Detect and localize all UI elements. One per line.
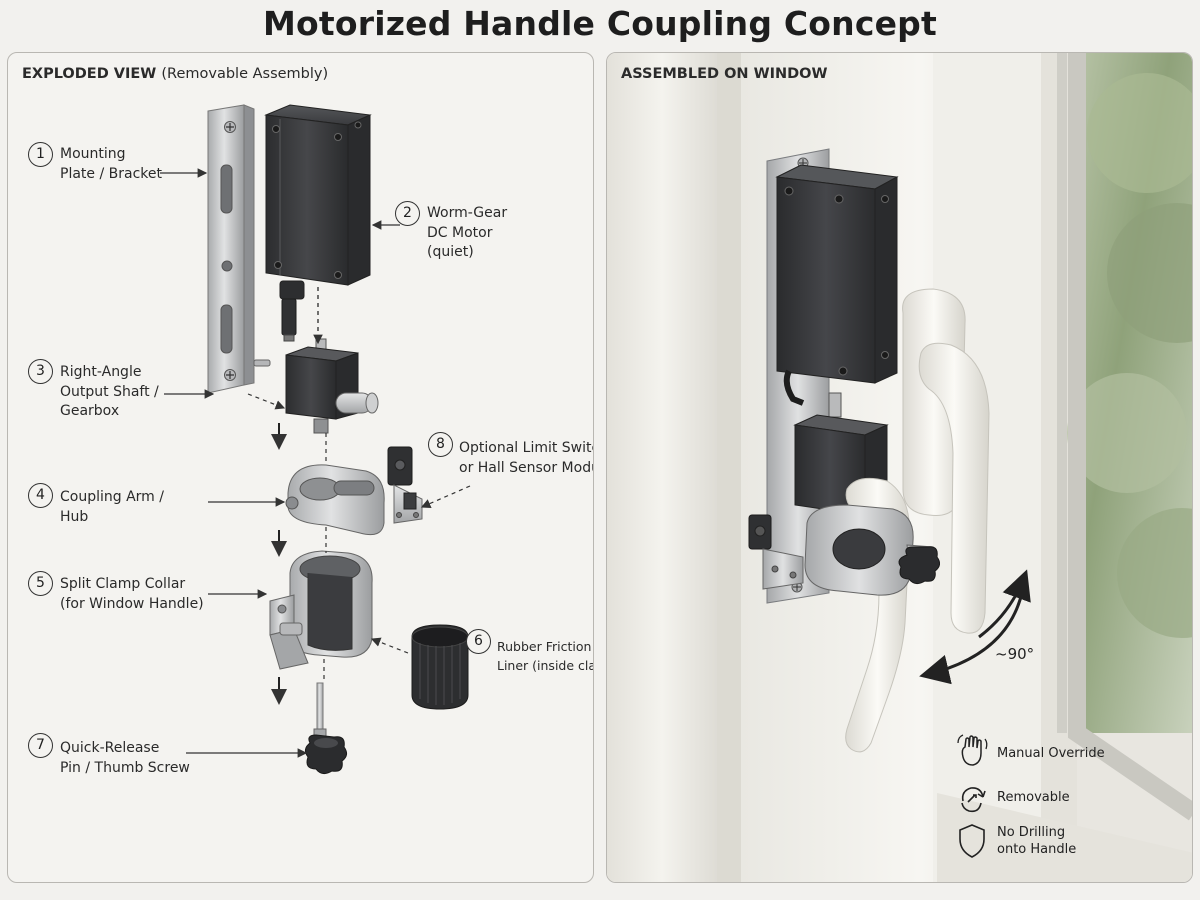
part-3-number: 3 (28, 359, 53, 384)
shield-icon (959, 824, 985, 858)
exploded-view-title: EXPLODED VIEW (22, 66, 157, 82)
part-1-label-line: Mounting (60, 146, 126, 162)
part-2-number: 2 (395, 201, 420, 226)
part-7-label: Quick-Release Pin / Thumb Screw (60, 739, 190, 778)
part-5-label-line: Split Clamp Collar (60, 576, 186, 592)
part-8-label: Optional Limit Switch or Hall Sensor Mod… (459, 439, 594, 478)
gearbox-illustration (285, 338, 379, 434)
part-2-label-line: DC Motor (427, 224, 493, 241)
part-2-label-line: (quiet) (427, 244, 474, 260)
split-clamp-illustration (269, 550, 373, 670)
part-2-label: Worm-Gear DC Motor (quiet) (427, 204, 507, 263)
mounting-plate-illustration (207, 104, 271, 394)
feature-label-line: Removable (997, 790, 1070, 805)
limit-switch-illustration (387, 446, 423, 524)
rubber-liner-illustration (411, 624, 469, 710)
part-6-number: 6 (466, 629, 491, 654)
part-8-number: 8 (428, 432, 453, 457)
part-2-label-line: Worm-Gear (427, 205, 508, 221)
part-7-label-line: Pin / Thumb Screw (60, 759, 190, 776)
assembled-illustration (607, 53, 1192, 882)
hand-icon (957, 734, 988, 766)
thumb-screw-illustration (304, 682, 348, 775)
part-5-label: Split Clamp Collar (for Window Handle) (60, 575, 204, 614)
part-7-label-line: Quick-Release (60, 740, 160, 756)
assembled-view-heading: ASSEMBLED ON WINDOW (621, 66, 828, 82)
part-1-number: 1 (28, 142, 53, 167)
part-3-label-line: Output Shaft / (60, 383, 159, 400)
part-3-label-line: Right-Angle (60, 364, 142, 380)
exploded-view-heading: EXPLODED VIEW (Removable Assembly) (22, 66, 328, 82)
feature-manual-override: Manual Override (997, 745, 1105, 762)
feature-no-drilling: No Drilling onto Handle (997, 824, 1076, 858)
feature-label-line: No Drilling (997, 825, 1066, 840)
part-4-number: 4 (28, 483, 53, 508)
part-3-label: Right-Angle Output Shaft / Gearbox (60, 363, 159, 422)
part-6-label-line: Rubber Friction (497, 639, 592, 654)
page-title: Motorized Handle Coupling Concept (263, 4, 937, 43)
part-4-label-line: Hub (60, 508, 89, 525)
part-5-number: 5 (28, 571, 53, 596)
exploded-view-panel: EXPLODED VIEW (Removable Assembly) (7, 52, 594, 883)
removable-icon (961, 787, 986, 813)
rotation-angle-label: ~90° (995, 645, 1035, 663)
part-8-label-line: or Hall Sensor Module (459, 459, 593, 476)
feature-label-line: onto Handle (997, 842, 1077, 857)
part-1-label: Mounting Plate / Bracket (60, 145, 162, 184)
feature-label-line: Manual Override (997, 746, 1105, 761)
part-1-label-line: Plate / Bracket (60, 165, 162, 182)
part-8-label-line: Optional Limit Switch (459, 440, 594, 456)
part-6-label-line: Liner (inside clamp) (497, 658, 593, 673)
feature-removable: Removable (997, 789, 1070, 806)
part-4-label: Coupling Arm / Hub (60, 488, 164, 527)
exploded-view-subtitle: (Removable Assembly) (161, 66, 329, 82)
assembled-view-panel: ASSEMBLED ON WINDOW ~90° Manual Override… (606, 52, 1193, 883)
part-6-label: Rubber Friction Liner (inside clamp) (497, 637, 593, 675)
coupling-hub-illustration (285, 464, 385, 536)
part-7-number: 7 (28, 733, 53, 758)
part-5-label-line: (for Window Handle) (60, 595, 204, 612)
part-4-label-line: Coupling Arm / (60, 489, 164, 505)
part-3-label-line: Gearbox (60, 403, 120, 419)
dc-motor-illustration (264, 104, 372, 342)
exploded-illustration (160, 104, 471, 775)
